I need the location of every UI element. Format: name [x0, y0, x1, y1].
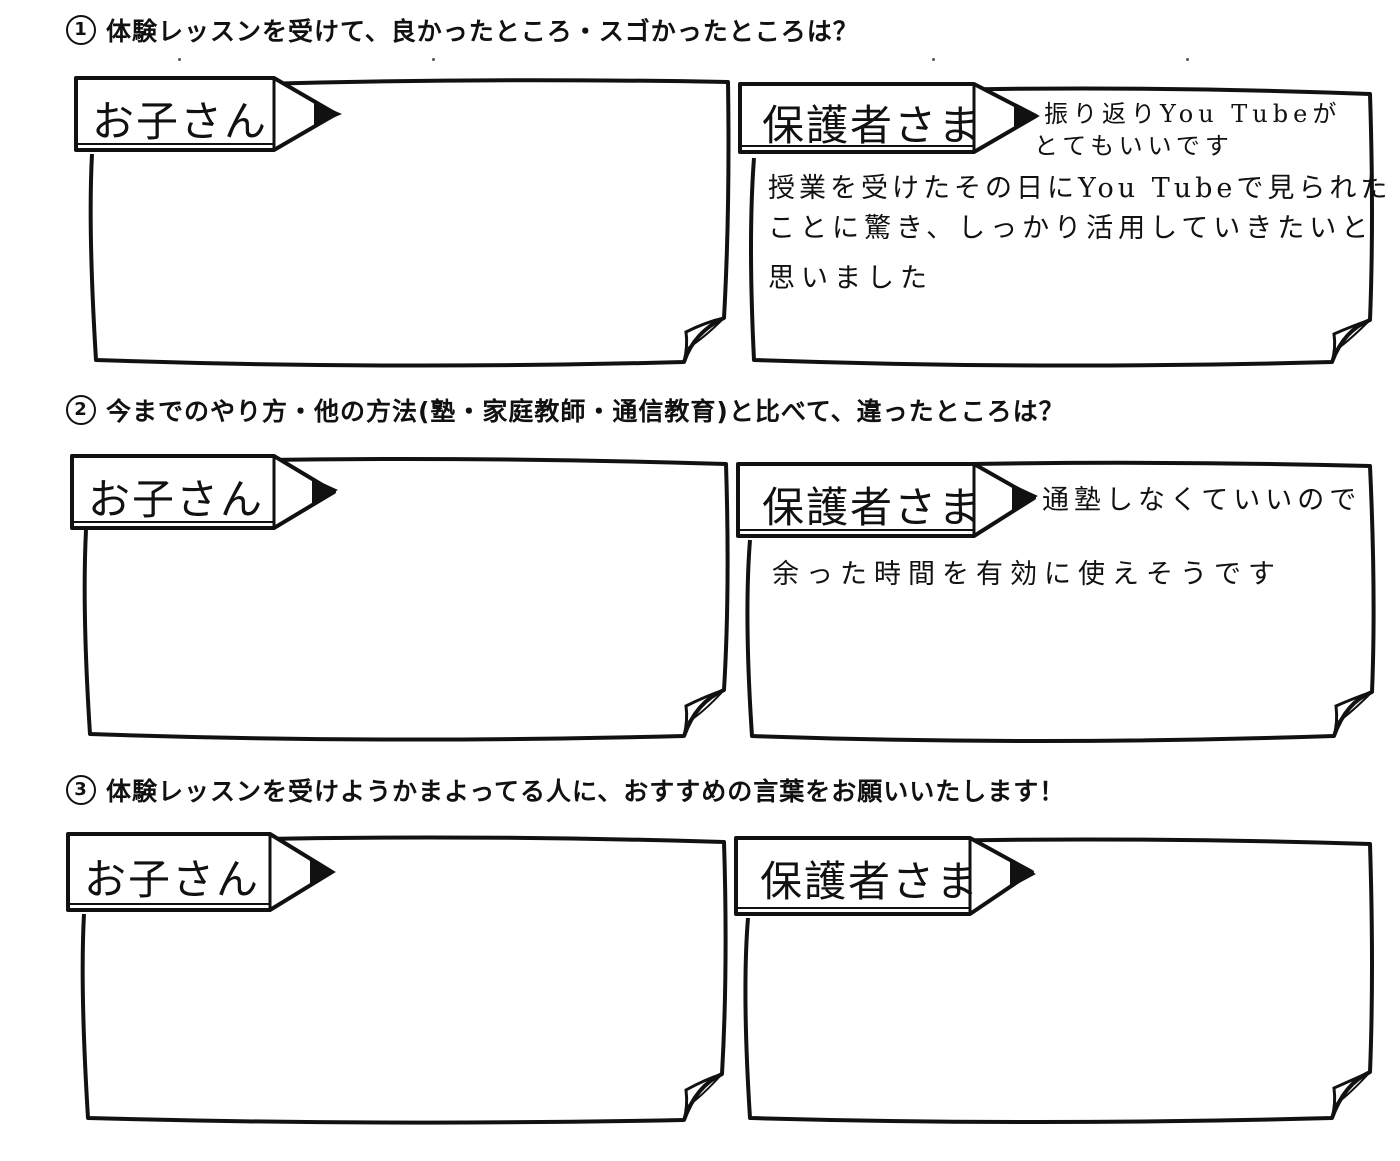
card-frame [738, 82, 1374, 368]
answer-text: 通塾しなくていいので [1042, 485, 1362, 516]
card-frame [70, 454, 730, 742]
decor-dot [432, 58, 435, 61]
question-number: 2 [66, 395, 96, 425]
answer-text: 振り返りYou Tubeが [1044, 100, 1342, 128]
question-2: 2 今までのやり方・他の方法(塾・家庭教師・通信教育)と比べて、違ったところは？ [66, 392, 1065, 428]
answer-text: 授業を受けたその日にYou Tubeで見られた [768, 173, 1392, 204]
question-3: 3 体験レッスンを受けようかまよってる人に、おすすめの言葉をお願いいたします！ [66, 772, 1065, 808]
child-label: お子さん [88, 475, 265, 524]
card-frame [66, 832, 728, 1125]
child-label: お子さん [84, 855, 261, 904]
card-frame [734, 836, 1374, 1124]
guardian-label: 保護者さま [762, 101, 983, 150]
decor-dot [932, 58, 935, 61]
q3-guardian-card[interactable]: 保護者さま [734, 832, 1380, 1128]
question-number: 3 [66, 775, 96, 805]
child-label: お子さん [92, 97, 269, 146]
q1-guardian-card[interactable]: 保護者さま 振り返りYou Tubeが とてもいいです 授業を受けたその日にYo… [738, 78, 1387, 370]
decor-dot [178, 58, 181, 61]
guardian-label: 保護者さま [760, 857, 981, 906]
card-frame [736, 460, 1376, 743]
decor-dot [1186, 58, 1189, 61]
q1-child-card[interactable]: お子さん [74, 70, 734, 370]
answer-text: 思いました [768, 263, 933, 294]
question-1: 1 体験レッスンを受けて、良かったところ・スゴかったところは？ [66, 12, 859, 48]
question-text: 体験レッスンを受けようかまよってる人に、おすすめの言葉をお願いいたします！ [106, 777, 1066, 806]
question-text: 体験レッスンを受けて、良かったところ・スゴかったところは？ [106, 17, 859, 46]
card-frame [74, 76, 731, 368]
q3-child-card[interactable]: お子さん [66, 828, 730, 1128]
question-text: 今までのやり方・他の方法(塾・家庭教師・通信教育)と比べて、違ったところは？ [106, 397, 1065, 426]
question-number: 1 [66, 15, 96, 45]
q2-guardian-card[interactable]: 保護者さま 通塾しなくていいので 余った時間を有効に使えそうです [736, 456, 1380, 746]
answer-text: とてもいいです [1034, 132, 1234, 160]
guardian-label: 保護者さま [762, 483, 983, 532]
answer-text: ことに驚き、しっかり活用していきたいと [768, 213, 1374, 244]
q2-child-card[interactable]: お子さん [70, 450, 730, 746]
answer-text: 余った時間を有効に使えそうです [772, 559, 1282, 590]
